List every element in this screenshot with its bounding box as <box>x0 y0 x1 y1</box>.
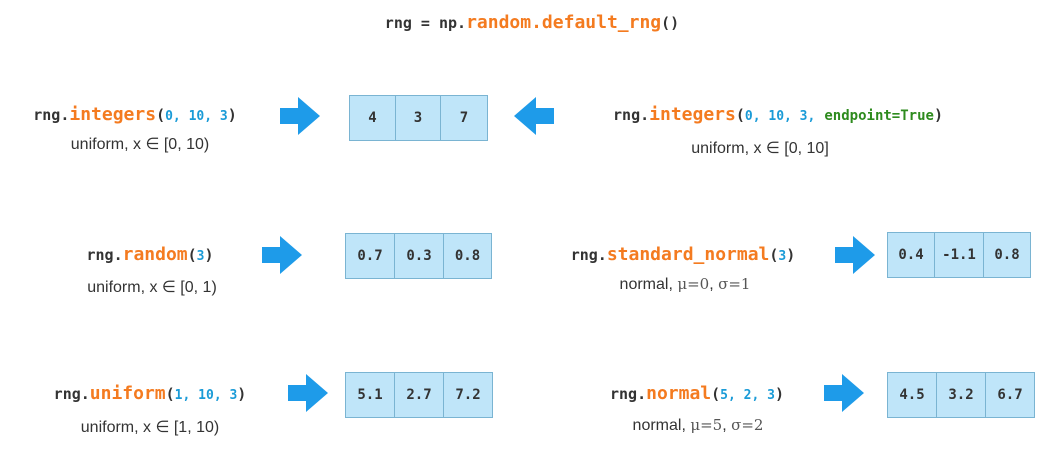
mu-value: μ=5 <box>690 416 723 434</box>
sigma-value: σ=1 <box>718 275 751 293</box>
code-function: random <box>122 244 188 265</box>
array-cell: 3 <box>396 96 441 140</box>
array-cell: 0.8 <box>984 233 1030 277</box>
array-cell: 0.7 <box>346 234 395 278</box>
code-close: ) <box>774 385 785 403</box>
normal-code: rng.normal(5, 2, 3) <box>610 383 784 404</box>
code-close: ) <box>204 246 214 264</box>
code-prefix: rng. <box>33 106 70 124</box>
standard-normal-description: normal, μ=0, σ=1 <box>620 275 751 294</box>
random-result-array: 0.7 0.3 0.8 <box>345 233 492 279</box>
array-cell: 3.2 <box>937 373 986 417</box>
code-close: ) <box>933 106 943 124</box>
array-cell: 4.5 <box>888 373 937 417</box>
normal-result-array: 4.5 3.2 6.7 <box>887 372 1035 418</box>
array-cell: 0.3 <box>395 234 444 278</box>
header-prefix: rng = np. <box>384 14 467 32</box>
random-description: uniform, x ∈ [0, 1) <box>87 279 217 296</box>
code-open: ( <box>735 106 745 124</box>
code-args: 5, 2, 3 <box>720 388 775 403</box>
code-close: ) <box>237 385 247 403</box>
desc-text: normal, <box>619 276 678 293</box>
code-function: uniform <box>89 383 166 404</box>
sigma-value: σ=2 <box>731 416 764 434</box>
code-open: ( <box>165 385 175 403</box>
code-prefix: rng. <box>609 385 647 403</box>
desc-separator: , <box>722 417 732 434</box>
array-cell: 7.2 <box>444 373 492 417</box>
array-cell: 0.8 <box>444 234 491 278</box>
normal-description: normal, μ=5, σ=2 <box>633 416 764 435</box>
array-cell: 7 <box>441 96 487 140</box>
uniform-code: rng.uniform(1, 10, 3) <box>54 383 247 404</box>
integers-endpoint-description: uniform, x ∈ [0, 10] <box>691 140 829 157</box>
code-args: 0, 10, 3, <box>744 109 816 124</box>
uniform-result-array: 5.1 2.7 7.2 <box>345 372 493 418</box>
array-cell: 5.1 <box>346 373 395 417</box>
code-function: integers <box>69 104 157 125</box>
code-open: ( <box>769 246 779 264</box>
array-cell: 4 <box>350 96 396 140</box>
code-prefix: rng. <box>613 106 650 124</box>
array-cell: 2.7 <box>395 373 444 417</box>
standard-normal-result-array: 0.4 -1.1 0.8 <box>887 232 1031 278</box>
code-close: ) <box>786 246 796 264</box>
array-cell: 0.4 <box>888 233 935 277</box>
header-function: random.default_rng <box>466 12 662 33</box>
integers-description: uniform, x ∈ [0, 10) <box>70 136 210 153</box>
code-close: ) <box>227 106 237 124</box>
code-args: 0, 10, 3 <box>165 109 228 124</box>
code-prefix: rng. <box>86 246 123 264</box>
standard-normal-code: rng.standard_normal(3) <box>571 244 796 265</box>
integers-result-array: 4 3 7 <box>349 95 488 141</box>
code-function: normal <box>646 383 712 404</box>
integers-endpoint-code: rng.integers(0, 10, 3, endpoint=True) <box>613 104 943 125</box>
desc-separator: , <box>709 276 719 293</box>
code-args: 3 <box>196 249 205 264</box>
integers-code: rng.integers(0, 10, 3) <box>33 104 237 125</box>
mu-value: μ=0 <box>677 275 710 293</box>
uniform-description: uniform, x ∈ [1, 10) <box>80 419 220 436</box>
code-open: ( <box>711 385 721 403</box>
array-cell: -1.1 <box>935 233 984 277</box>
code-prefix: rng. <box>53 385 90 403</box>
header-code: rng = np.random.default_rng() <box>385 12 679 33</box>
code-open: ( <box>156 106 166 124</box>
header-suffix: () <box>661 14 680 32</box>
code-args: 1, 10, 3 <box>174 388 238 403</box>
array-cell: 6.7 <box>986 373 1034 417</box>
code-function: integers <box>649 104 736 125</box>
desc-text: normal, <box>632 417 691 434</box>
code-prefix: rng. <box>570 246 607 264</box>
code-args: 3 <box>778 249 787 264</box>
code-open: ( <box>187 246 197 264</box>
code-function: standard_normal <box>606 244 770 265</box>
random-code: rng.random(3) <box>86 244 213 265</box>
code-keyword: endpoint=True <box>824 108 934 124</box>
